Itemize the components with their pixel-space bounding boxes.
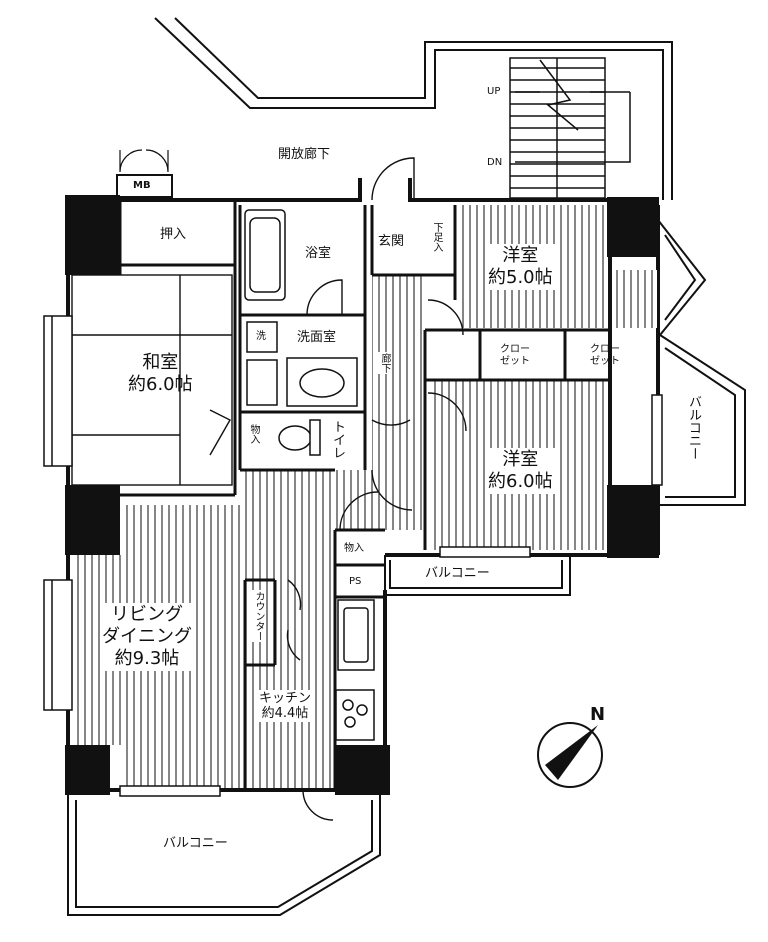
meter-box-label: MB xyxy=(133,180,151,191)
entrance-label: 玄関 xyxy=(378,234,405,249)
bath-label: 浴室 xyxy=(305,246,332,261)
door-swings xyxy=(209,157,467,821)
open-corridor-outline xyxy=(154,17,673,200)
structural-columns xyxy=(65,195,659,795)
western-room-2-size: 約6.0帖 xyxy=(488,471,553,492)
laundry-label: 洗 xyxy=(256,331,266,342)
washroom-label: 洗面室 xyxy=(297,330,337,345)
stairs-down-label: DN xyxy=(487,157,503,168)
storage-kitchen-label: 物入 xyxy=(344,543,364,554)
open-corridor-label: 開放廊下 xyxy=(278,147,331,162)
hallway-label: 廊下 xyxy=(376,352,392,374)
windows xyxy=(43,315,663,797)
western-room-1-name: 洋室 xyxy=(502,245,539,266)
closet-2-line1: クロー xyxy=(590,344,620,355)
balcony-outlines xyxy=(67,219,746,916)
closet-2-line2: ゼット xyxy=(590,356,620,367)
western-room-2-label: 洋室 約6.0帖 xyxy=(486,448,555,494)
balcony-middle-label: バルコニー xyxy=(425,566,490,581)
fixtures xyxy=(244,209,375,741)
closet-2-label: クロー ゼット xyxy=(590,344,620,368)
kitchen-name: キッチン xyxy=(259,691,312,706)
flooring xyxy=(72,205,657,788)
meter-box xyxy=(116,149,173,198)
ps-label: PS xyxy=(349,576,362,587)
balcony-south-label: バルコニー xyxy=(163,836,228,851)
counter-label: カウンター xyxy=(250,590,266,642)
washitsu-size: 約6.0帖 xyxy=(128,374,193,395)
western-room-1-label: 洋室 約5.0帖 xyxy=(486,244,555,290)
ldk-size: 約9.3帖 xyxy=(114,648,180,669)
washitsu-name: 和室 xyxy=(142,352,179,373)
storage-toilet-label: 物入 xyxy=(248,424,259,444)
compass-north-label: N xyxy=(590,704,606,725)
kitchen-label: キッチン 約4.4帖 xyxy=(257,690,314,722)
toilet-label: トイレ xyxy=(330,420,345,459)
kitchen-size: 約4.4帖 xyxy=(261,706,309,721)
closet-1-line2: ゼット xyxy=(500,356,530,367)
western-room-1-size: 約5.0帖 xyxy=(488,267,553,288)
shoe-box-label: 下足入 xyxy=(431,222,442,252)
interior-walls xyxy=(72,200,610,790)
compass-rose xyxy=(537,722,603,788)
ldk-line1: リビング xyxy=(111,604,183,625)
oshiire-label: 押入 xyxy=(160,227,187,242)
balcony-east-label: バルコニー xyxy=(686,395,701,460)
closet-1-line1: クロー xyxy=(500,344,530,355)
western-room-2-name: 洋室 xyxy=(502,449,539,470)
ldk-label: リビング ダイニング 約9.3帖 xyxy=(100,603,194,671)
tatami xyxy=(71,274,233,486)
stairs-up-label: UP xyxy=(487,86,501,97)
closet-1-label: クロー ゼット xyxy=(500,344,530,368)
stairs xyxy=(509,57,631,199)
ldk-line2: ダイニング xyxy=(102,626,192,647)
washitsu-label: 和室 約6.0帖 xyxy=(128,352,193,396)
